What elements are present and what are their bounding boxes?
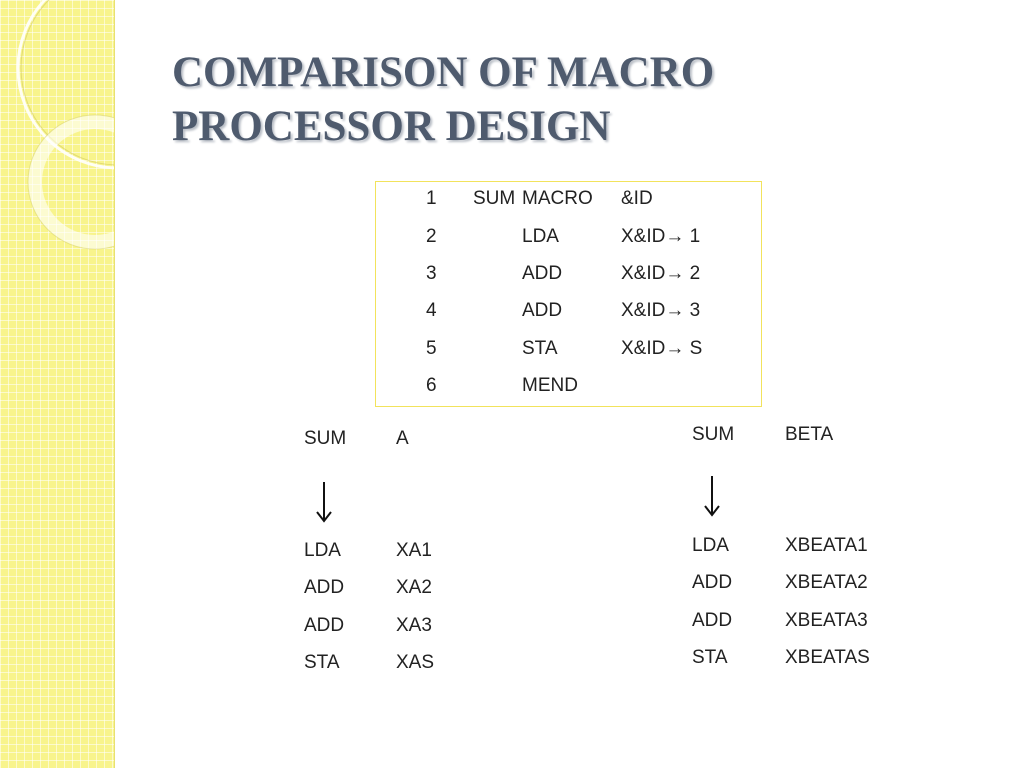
expanded-operand: XBEATA3: [785, 610, 868, 631]
expanded-operand: XBEATA1: [785, 535, 868, 556]
arrow-down-icon: [316, 482, 332, 523]
decorative-sidebar: [0, 0, 115, 768]
expanded-opcode: LDA: [692, 535, 729, 556]
macro-operand: X&ID→ 2: [621, 263, 701, 284]
expanded-operand: XBEATAS: [785, 647, 870, 668]
macro-opcode: ADD: [522, 263, 563, 284]
line-number: 5: [426, 338, 437, 359]
macro-operand: X&ID→ 1: [621, 226, 701, 247]
macro-opcode: MACRO: [522, 188, 593, 209]
expansion-right: SUM BETA LDA XBEATA1 ADD XBEATA2 ADD XBE…: [692, 424, 912, 674]
macro-call-opcode: SUM: [304, 428, 347, 449]
expanded-operand: XAS: [396, 652, 435, 673]
slide-title: COMPARISON OF MACRO PROCESSOR DESIGN: [172, 46, 714, 154]
expanded-operand: XBEATA2: [785, 572, 868, 593]
macro-operand: &ID: [621, 188, 653, 209]
macro-call-argument: A: [396, 428, 409, 449]
slide-title-line-2: PROCESSOR DESIGN: [172, 103, 611, 150]
expanded-opcode: STA: [304, 652, 340, 673]
macro-operand: X&ID→ 3: [621, 300, 701, 321]
macro-opcode: STA: [522, 338, 558, 359]
expanded-opcode: ADD: [692, 610, 733, 631]
line-number: 3: [426, 263, 437, 284]
macro-definition-box: 1 SUM MACRO &ID 2 LDA X&ID→ 1 3 ADD X&ID…: [375, 181, 762, 407]
sidebar-circles-decoration: [16, 0, 114, 250]
expanded-operand: XA2: [396, 577, 432, 598]
macro-label: SUM: [473, 188, 516, 209]
slide-title-line-1: COMPARISON OF MACRO: [172, 49, 715, 96]
line-number: 2: [426, 226, 437, 247]
expanded-opcode: LDA: [304, 540, 341, 561]
arrow-down-icon: [704, 476, 720, 517]
expanded-opcode: ADD: [304, 615, 345, 636]
line-number: 4: [426, 300, 437, 321]
expanded-operand: XA1: [396, 540, 432, 561]
macro-opcode: MEND: [522, 375, 578, 396]
expanded-opcode: ADD: [304, 577, 345, 598]
expansion-left: SUM A LDA XA1 ADD XA2 ADD XA3 STA XAS: [304, 428, 504, 678]
expanded-operand: XA3: [396, 615, 432, 636]
macro-opcode: ADD: [522, 300, 563, 321]
expanded-opcode: STA: [692, 647, 728, 668]
macro-opcode: LDA: [522, 226, 559, 247]
macro-operand: X&ID→ S: [621, 338, 703, 359]
expanded-opcode: ADD: [692, 572, 733, 593]
macro-call-opcode: SUM: [692, 424, 735, 445]
line-number: 6: [426, 375, 437, 396]
macro-call-argument: BETA: [785, 424, 834, 445]
line-number: 1: [426, 188, 437, 209]
